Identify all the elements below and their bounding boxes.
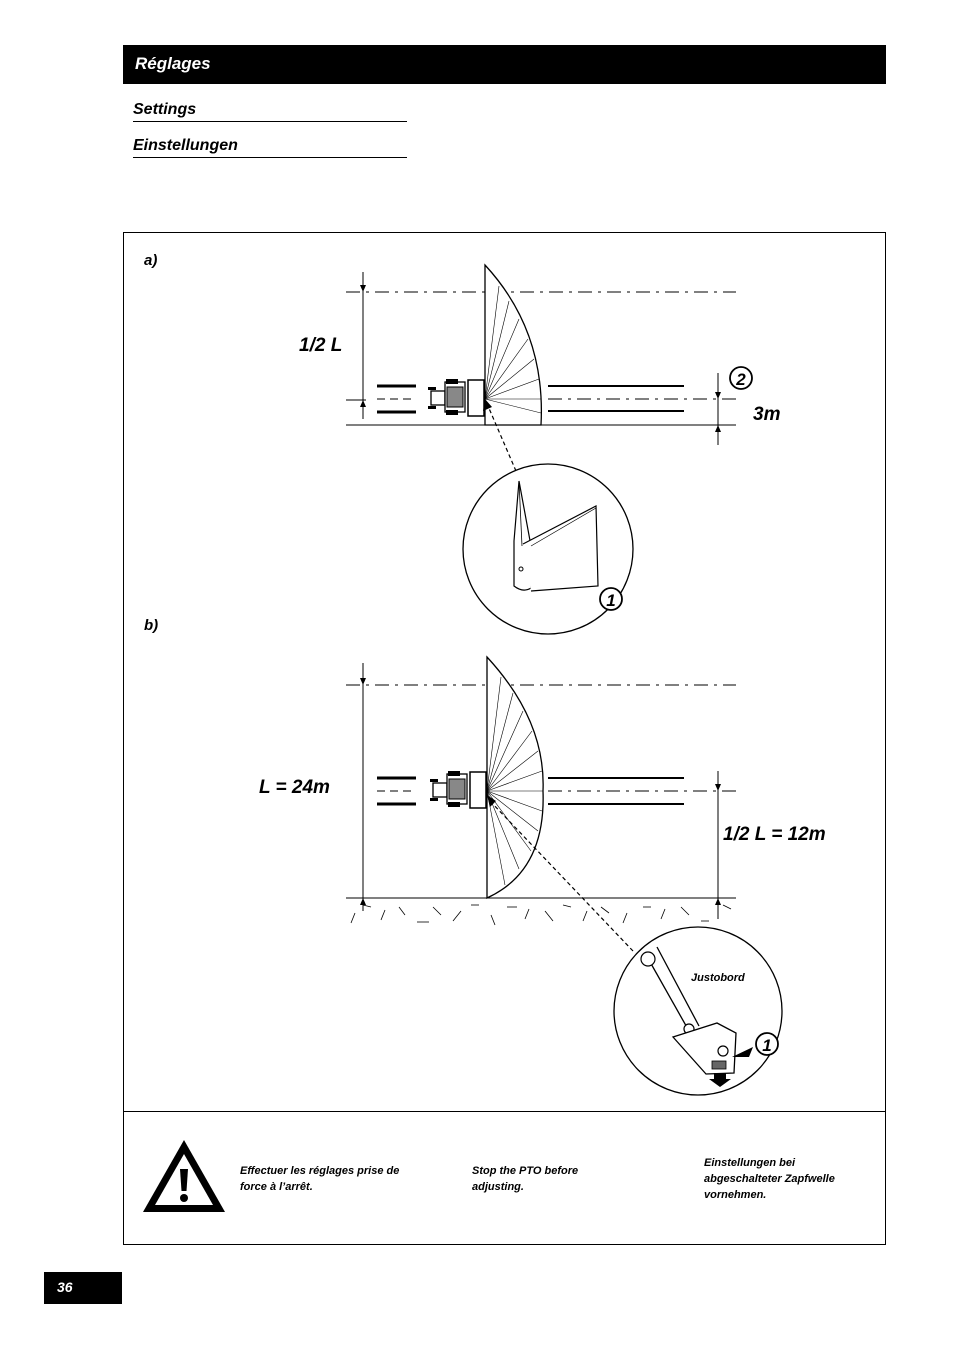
subtitle-einstellungen: Einstellungen [133, 137, 407, 158]
callout-1-b: 1 [762, 1036, 771, 1055]
warning-text-fr: Effectuer les réglages prise de force à … [240, 1165, 400, 1193]
spreading-diagram: a) 1/2 L [144, 252, 826, 1096]
dim-width-3m: 3m [753, 404, 781, 425]
field-edge-ground [350, 904, 732, 926]
figure-frame: a) 1/2 L [123, 232, 886, 1245]
tractor-icon-b [429, 770, 487, 809]
tractor-icon-a [427, 378, 485, 417]
page-number-box: 36 [44, 1272, 122, 1304]
page-number: 36 [57, 1279, 73, 1295]
dim-l-24m: L = 24m [259, 777, 330, 798]
warning-text-de: Einstellungen bei abgeschalteter Zapfwel… [704, 1157, 835, 1201]
subtitle-settings: Settings [133, 101, 407, 122]
callout-1-a: 1 [606, 591, 615, 610]
detail-circle-b [613, 926, 783, 1096]
spread-pattern-b [486, 655, 544, 900]
frame-divider [124, 1111, 885, 1112]
spread-pattern-a [484, 263, 543, 426]
section-header-bar: Réglages [123, 45, 886, 84]
justobord-label: Justobord [691, 972, 745, 984]
dim-half-l-a: 1/2 L [299, 335, 342, 356]
callout-2: 2 [735, 370, 746, 389]
panel-b-label: b) [144, 617, 158, 634]
warning-text-en: Stop the PTO before adjusting. [472, 1165, 579, 1193]
dim-half-l-12m: 1/2 L = 12m [723, 824, 826, 845]
section-title: Réglages [135, 54, 211, 73]
panel-a-label: a) [144, 252, 157, 269]
warning-triangle-icon [143, 1140, 225, 1212]
